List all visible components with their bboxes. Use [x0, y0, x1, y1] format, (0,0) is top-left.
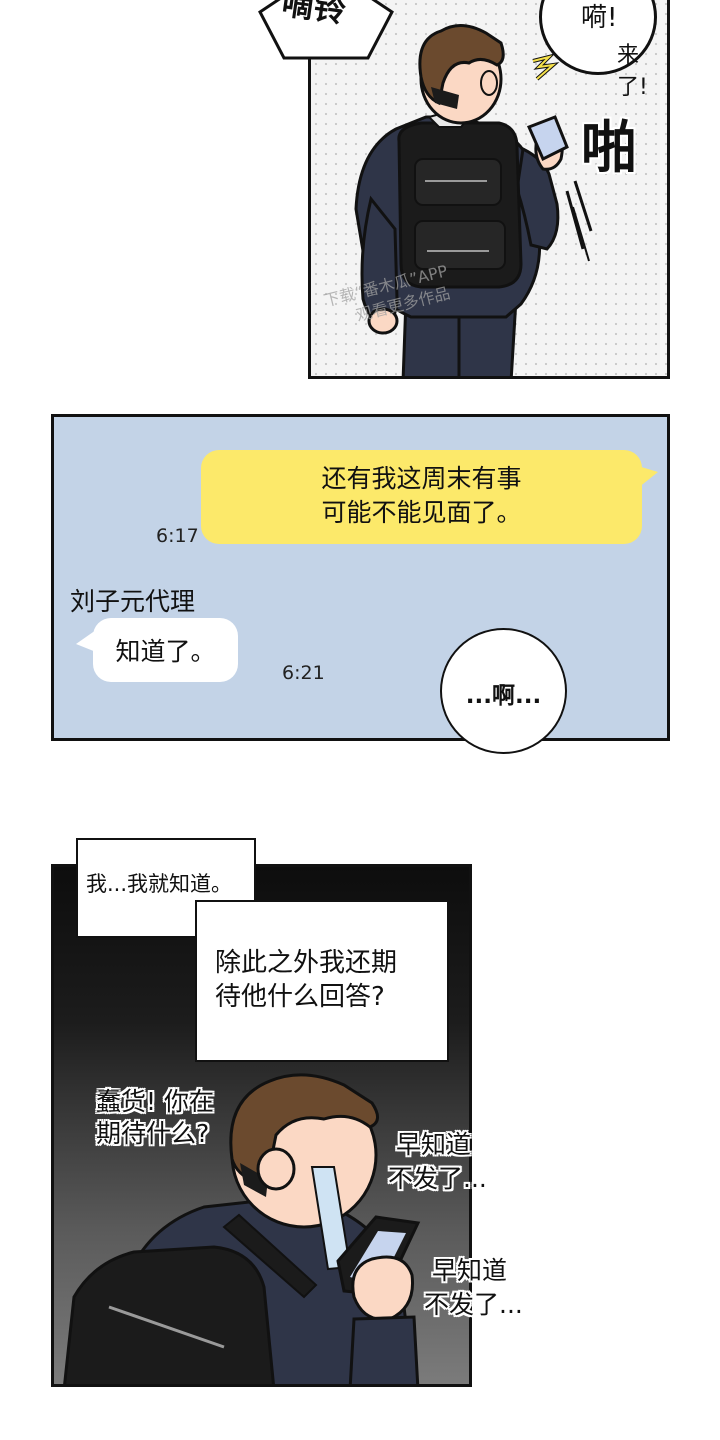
man-back-illustration	[354, 24, 593, 376]
sender-name: 刘子元代理	[70, 587, 196, 616]
narration-text-1: 我...我就知道。	[86, 872, 233, 896]
panel-phone-ring: 嗬! 来了! 啪 下载“番木瓜”APP 观看更多作品	[308, 0, 670, 379]
thought-right-2: 早知道 不发了...	[424, 1256, 523, 1319]
sent-message-text: 还有我这周末有事 可能不能见面了。	[321, 464, 522, 527]
received-message-bubble[interactable]	[93, 618, 238, 682]
narration-text-2: 除此之外我还期 待他什么回答?	[215, 948, 398, 1012]
received-timestamp: 6:21	[282, 662, 325, 684]
man-front-illustration	[63, 1073, 421, 1384]
sent-message-bubble[interactable]	[201, 450, 642, 544]
narration-box-2	[195, 900, 449, 1062]
received-bubble-tail	[76, 630, 96, 652]
reaction-text: ...啊...	[465, 683, 542, 709]
sent-timestamp: 6:17	[156, 525, 199, 547]
thought-left: 蠢货! 你在 期待什么?	[96, 1087, 214, 1148]
speech-subtext: 来了!	[617, 43, 648, 100]
reaction-bubble	[440, 628, 567, 754]
sfx-ring-hexagon	[258, 0, 394, 60]
sfx-slap-text: 啪	[581, 116, 637, 181]
sent-bubble-tail	[638, 466, 658, 488]
thought-right-1: 早知道 不发了...	[388, 1130, 487, 1193]
speech-text: 嗬!	[581, 3, 618, 33]
received-message-text: 知道了。	[115, 637, 216, 666]
